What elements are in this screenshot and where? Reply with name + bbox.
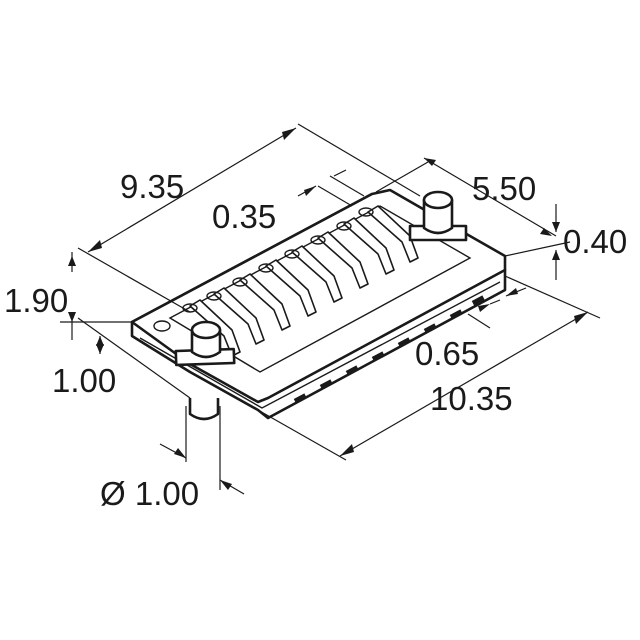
contact-hole-8 — [358, 207, 374, 217]
dim-label-pad-pitch: 0.65 — [415, 335, 479, 372]
solder-pad — [371, 351, 385, 362]
contact-hole-7 — [336, 221, 352, 231]
contact-5 — [291, 245, 343, 303]
alignment-peg-left — [174, 320, 236, 421]
solder-pad — [293, 393, 307, 404]
contact-hole-5 — [284, 249, 300, 259]
contact-4 — [265, 259, 317, 317]
dim-label-peg-cap: 0.40 — [563, 223, 627, 260]
contacts — [153, 205, 419, 357]
contact-hole-6 — [310, 235, 326, 245]
solder-pads — [293, 295, 485, 404]
contact-hole-4 — [258, 263, 274, 273]
contact-8 — [367, 205, 419, 263]
solder-pad — [471, 295, 485, 306]
solder-pad — [449, 309, 463, 320]
dim-label-pitch: 0.35 — [212, 198, 276, 235]
alignment-peg-right — [408, 190, 468, 242]
contact-2 — [213, 287, 265, 345]
dim-label-peg-spacing: 5.50 — [472, 170, 536, 207]
dimension-labels: 9.35 0.35 5.50 0.40 1.90 1.00 0.65 10.35… — [4, 168, 627, 512]
mounting-hole-left — [153, 320, 171, 332]
dim-label-overall-length: 10.35 — [430, 380, 513, 417]
dim-label-overall-width: 9.35 — [120, 168, 184, 205]
dim-label-height: 1.90 — [4, 282, 68, 319]
solder-pad — [319, 379, 333, 390]
dim-label-peg-diameter: Ø 1.00 — [100, 475, 199, 512]
solder-pad — [423, 323, 437, 334]
contact-6 — [317, 231, 369, 289]
dimension-lines — [60, 123, 601, 495]
contact-hole-2 — [206, 291, 222, 301]
solder-pad — [345, 365, 359, 376]
contact-3 — [239, 273, 291, 331]
contact-7 — [343, 217, 395, 275]
contact-hole-3 — [232, 277, 248, 287]
dim-label-peg-height: 1.00 — [52, 362, 116, 399]
solder-pad — [397, 337, 411, 348]
